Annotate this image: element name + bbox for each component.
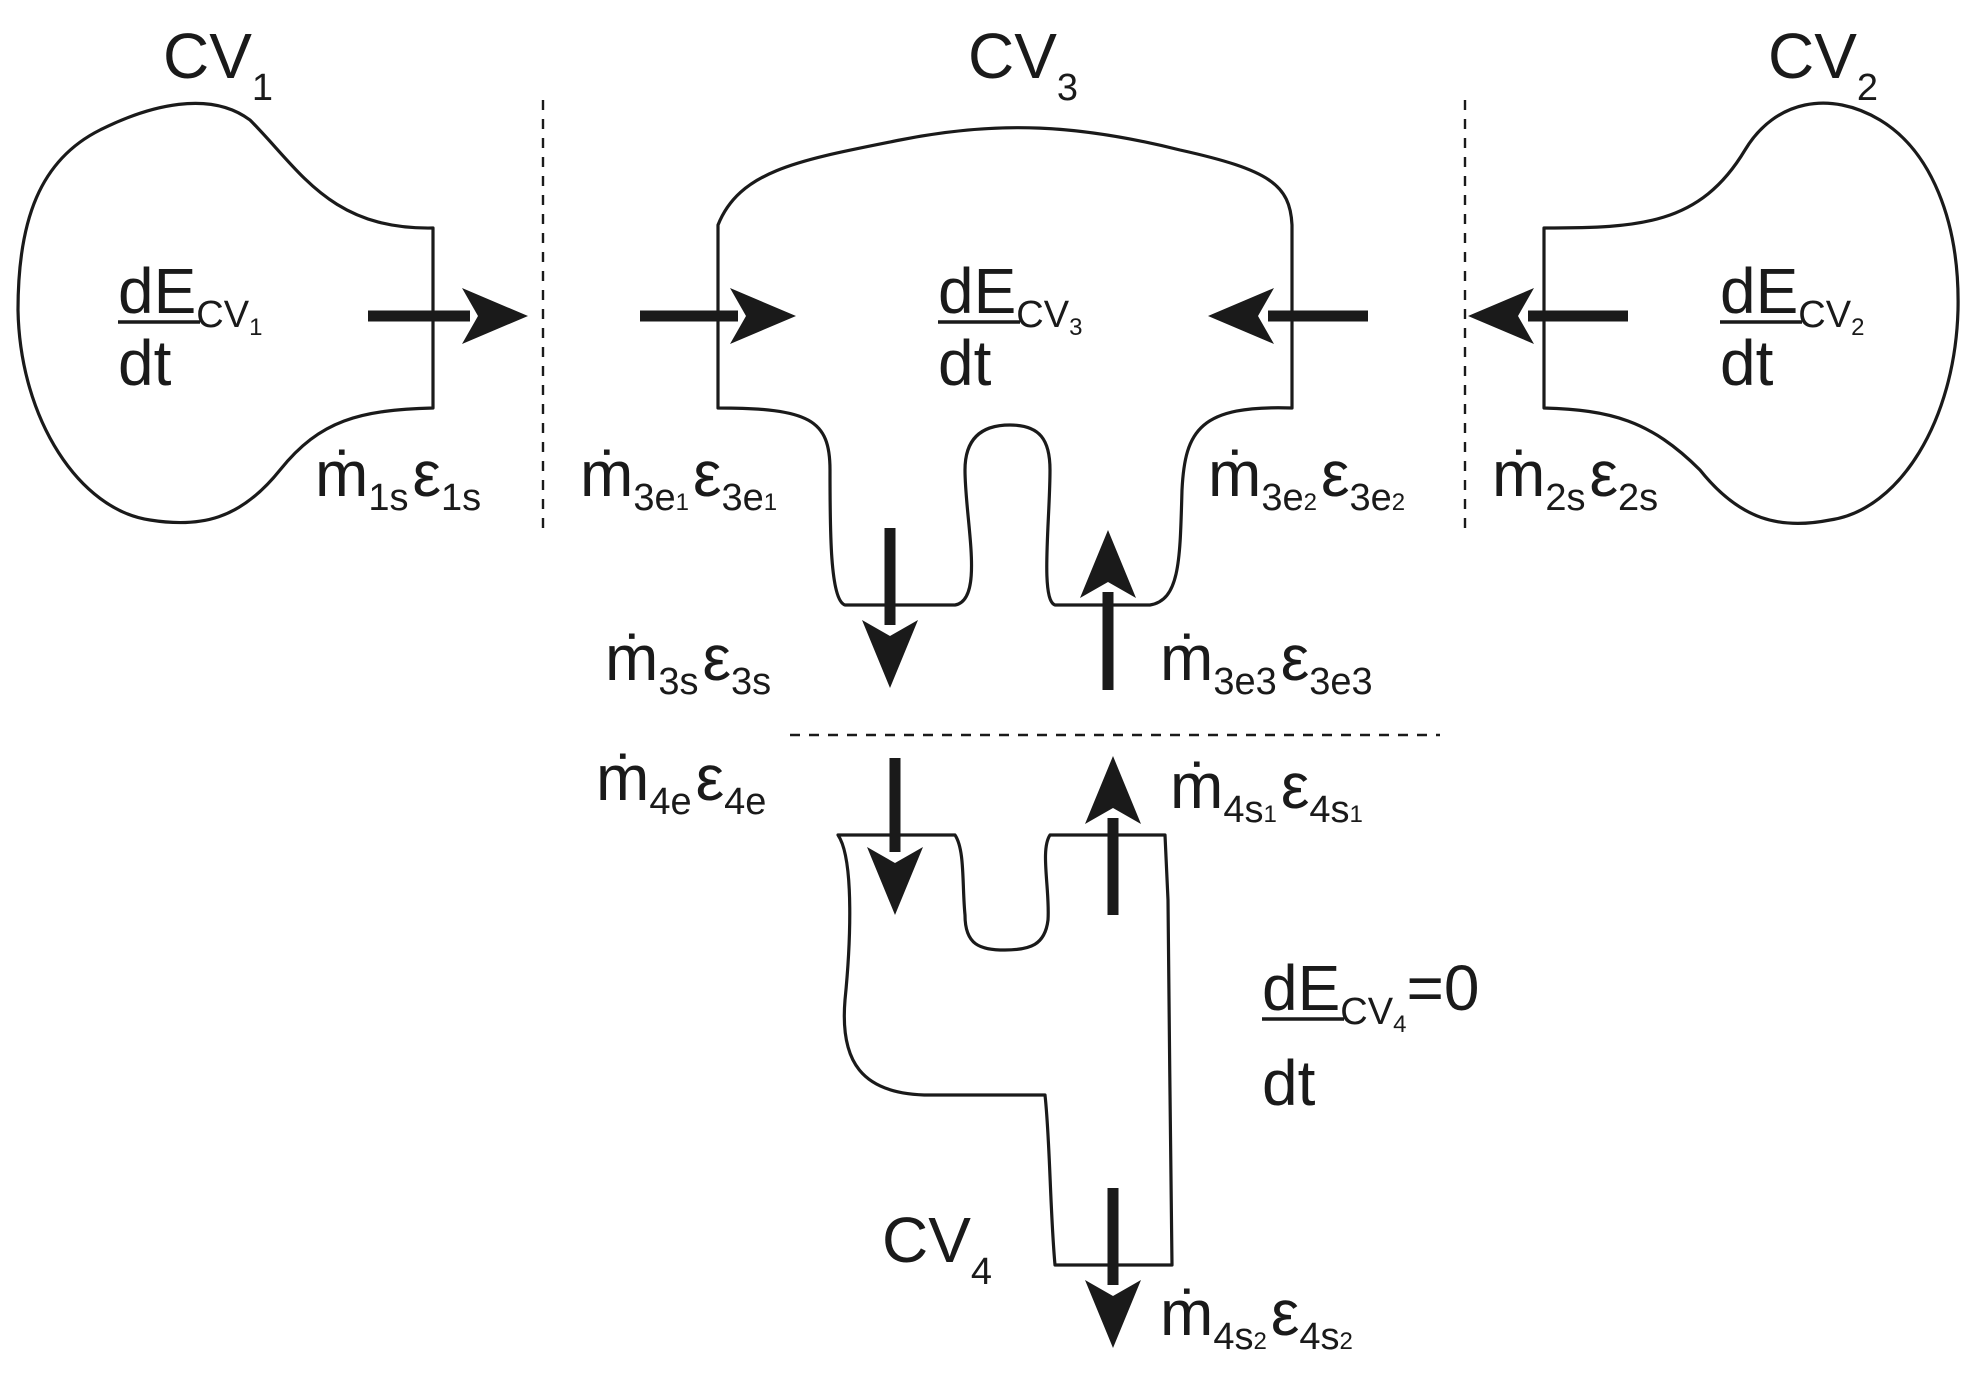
arrow-m3e2: [1208, 288, 1368, 344]
svg-text:dECV4=0: dECV4=0: [1262, 952, 1479, 1038]
cv2-energy-rate: dECV2 dt: [1720, 255, 1864, 399]
arrow-m4e: [867, 758, 923, 915]
cv1-boundary: [16, 101, 435, 525]
arrow-m2s: [1468, 288, 1628, 344]
flow-label-m3e1: ṁ3e1ε3e1: [580, 438, 777, 519]
svg-text:dt: dt: [1262, 1047, 1316, 1119]
cv1-label: CV1: [163, 20, 273, 109]
flow-label-m3e2: ṁ3e2ε3e2: [1208, 438, 1405, 519]
cv2-label: CV2: [1768, 20, 1878, 109]
flow-label-m4e: ṁ4eε4e: [596, 742, 766, 823]
cv4-boundary: [836, 833, 1174, 1267]
svg-text:dECV1: dECV1: [118, 255, 262, 341]
cv4-energy-rate: dECV4=0 dt: [1262, 952, 1479, 1119]
svg-text:dt: dt: [938, 327, 992, 399]
flow-label-m4s1: ṁ4s1ε4s1: [1170, 750, 1363, 831]
svg-text:dECV2: dECV2: [1720, 255, 1864, 341]
cv3-boundary: [716, 126, 1294, 607]
arrow-m3e1: [640, 288, 796, 344]
flow-label-m1s: ṁ1sε1s: [315, 438, 481, 519]
cv3-label: CV3: [968, 20, 1078, 109]
svg-text:dt: dt: [118, 327, 172, 399]
flow-label-m3e3: ṁ3e3ε3e3: [1160, 622, 1373, 703]
arrow-m3e3: [1080, 530, 1136, 690]
cv4-label: CV4: [882, 1204, 992, 1293]
arrow-m4s1: [1085, 756, 1141, 915]
flow-label-m2s: ṁ2sε2s: [1492, 438, 1658, 519]
cv1-energy-rate: dECV1 dt: [118, 255, 262, 399]
flow-label-m3s: ṁ3sε3s: [605, 622, 771, 703]
svg-text:dECV3: dECV3: [938, 255, 1082, 341]
flow-label-m4s2: ṁ4s2ε4s2: [1160, 1277, 1353, 1358]
svg-text:dt: dt: [1720, 327, 1774, 399]
arrow-m1s: [368, 288, 528, 344]
arrow-m4s2: [1085, 1188, 1141, 1348]
arrow-m3s: [862, 528, 918, 688]
cv2-boundary: [1542, 101, 1960, 526]
cv3-energy-rate: dECV3 dt: [938, 255, 1082, 399]
